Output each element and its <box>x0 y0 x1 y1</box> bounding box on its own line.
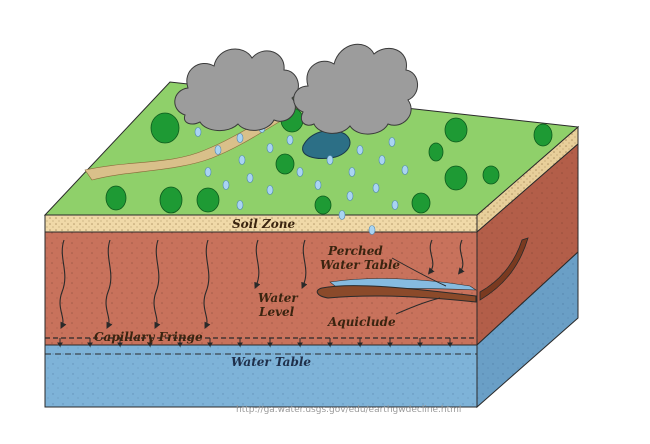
aquiclude-label: Aquiclude <box>327 315 396 329</box>
perched-label-line1: Perched <box>327 244 383 258</box>
trees <box>105 107 553 215</box>
capillary-fringe-label: Capillary Fringe <box>94 330 203 344</box>
water-level-label-line2: Level <box>258 305 295 319</box>
cloud-icon <box>293 43 418 135</box>
raindrops <box>194 117 409 235</box>
aquiclude-layer <box>316 285 477 303</box>
perched-water-side <box>479 237 529 301</box>
pointer-lines <box>391 257 447 315</box>
infiltration-arrows <box>59 239 465 329</box>
soil-zone-label: Soil Zone <box>232 217 295 231</box>
capillary-arrows <box>57 338 453 348</box>
water-table-label: Water Table <box>231 355 311 369</box>
pond-icon <box>302 130 351 159</box>
cloud-icon <box>174 48 299 131</box>
water-level-label-line1: Water <box>258 291 299 305</box>
perched-label-line2: Water Table <box>320 258 400 272</box>
source-caption: http://ga.water.usgs.gov/edu/earthgwdecl… <box>236 405 461 415</box>
